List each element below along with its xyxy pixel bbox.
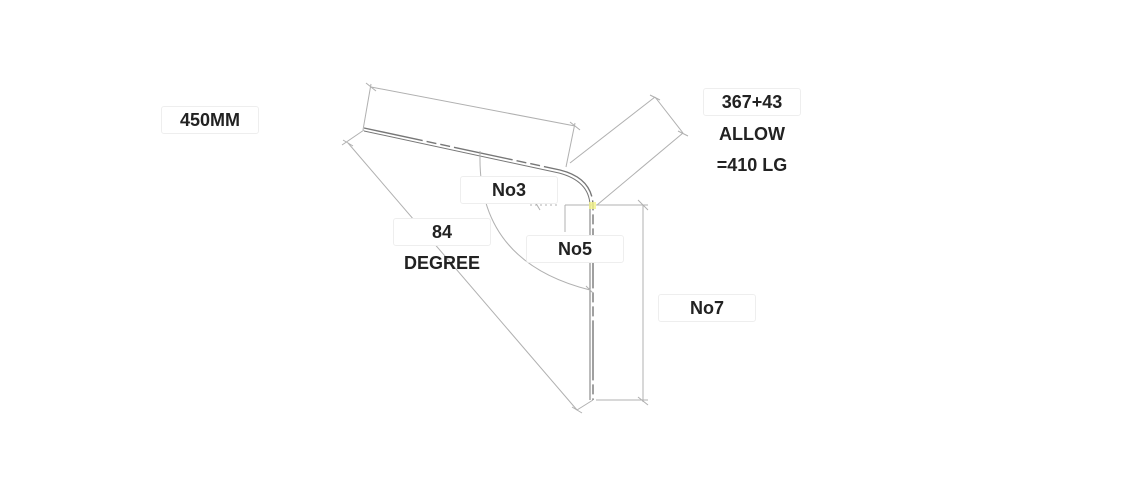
diagonal-dimension: [341, 129, 594, 414]
vertical-leg-dimension: [596, 199, 649, 406]
overall-dimension: [569, 94, 689, 206]
angle-value-label: 84: [393, 218, 491, 246]
length-label: 450MM: [161, 106, 259, 134]
angle-unit-text: DEGREE: [403, 253, 481, 273]
allow-text: ALLOW: [719, 124, 785, 144]
angle-arc: [479, 151, 594, 294]
bend-dimension: [530, 199, 593, 232]
total-length-text: =410 LG: [716, 155, 788, 175]
bar-no7-label: No7: [658, 294, 756, 322]
top-leg-dimension: [362, 82, 581, 168]
bar-no5-label: No5: [526, 235, 624, 263]
total-sum-label: 367+43: [703, 88, 801, 116]
bend-marker: [589, 202, 596, 209]
bar-no3-label: No3: [460, 176, 558, 204]
